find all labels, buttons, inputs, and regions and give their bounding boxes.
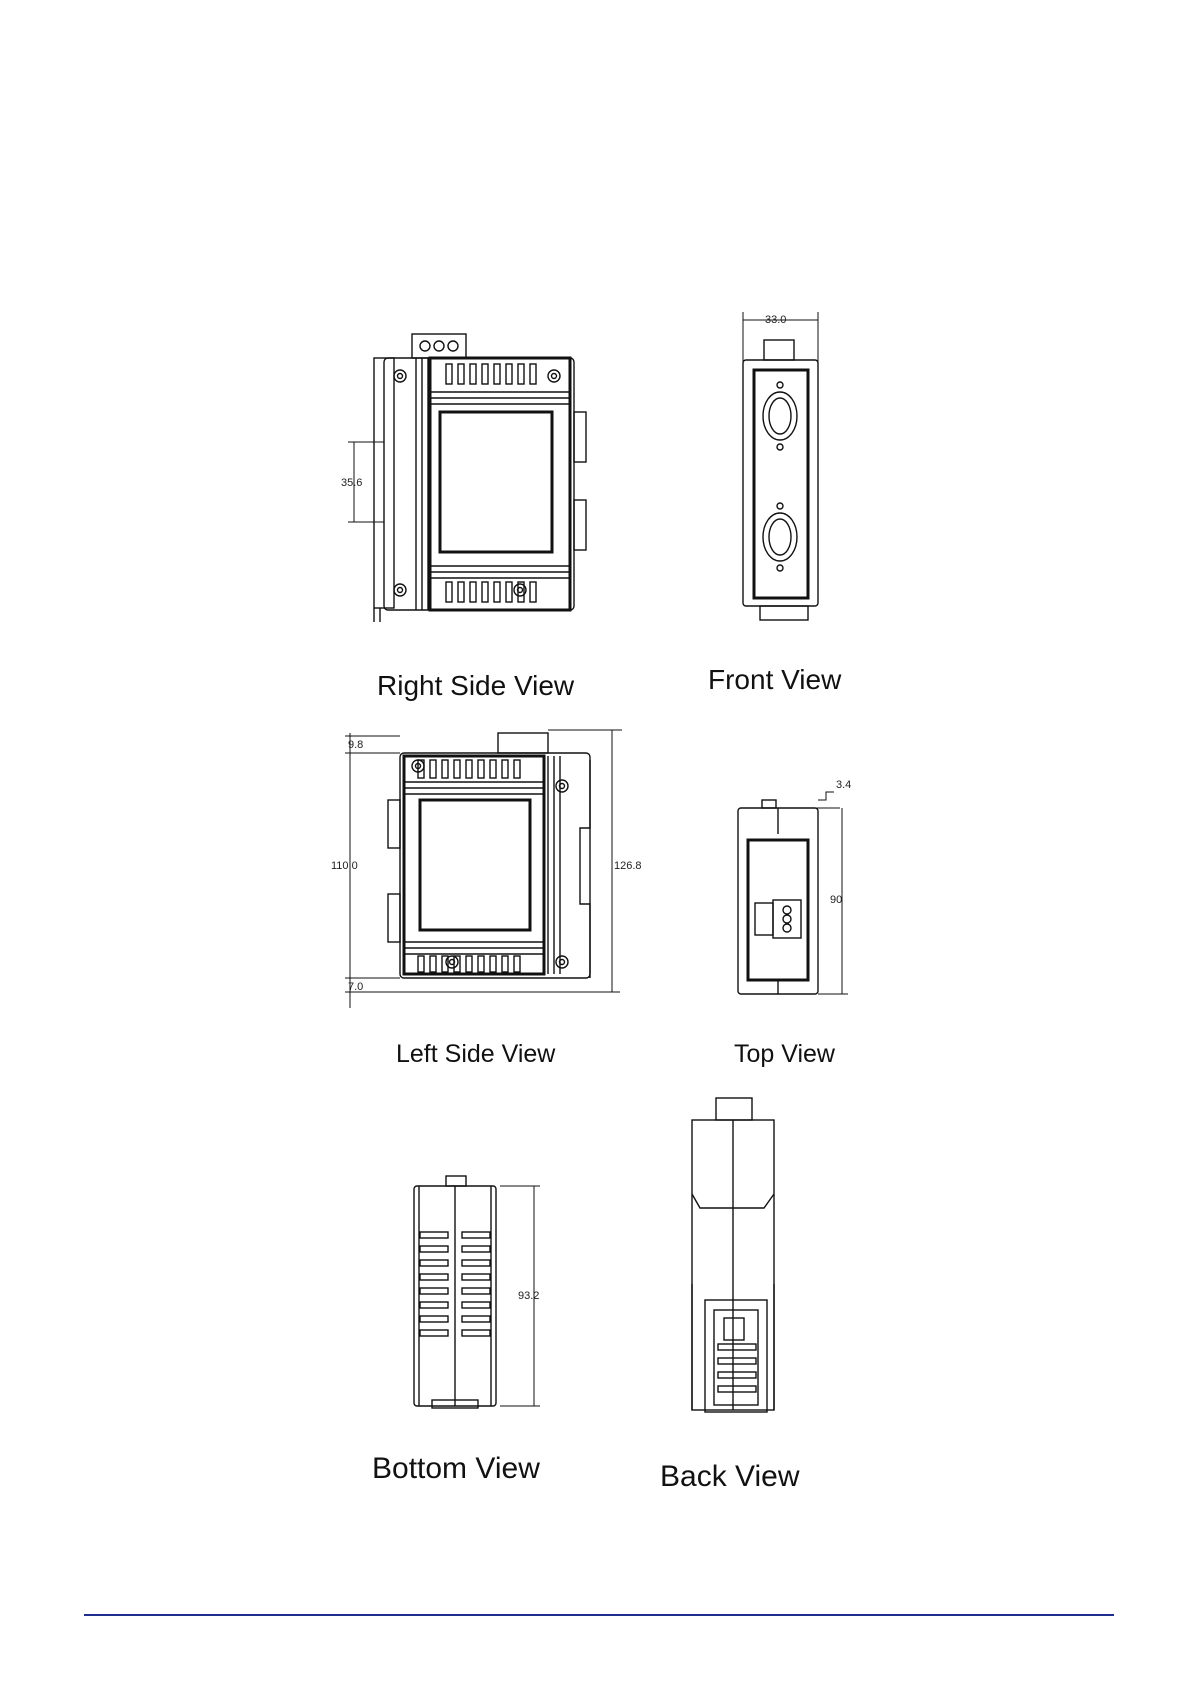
vent-slot xyxy=(446,364,452,384)
vent-slot xyxy=(718,1358,756,1364)
vent-slot xyxy=(518,364,524,384)
vent-slot xyxy=(482,364,488,384)
left-side-view-caption: Left Side View xyxy=(396,1040,555,1069)
front-dim-width: 33.0 xyxy=(765,314,786,326)
bottom-view-caption: Bottom View xyxy=(372,1452,540,1486)
vent-slot xyxy=(514,760,520,778)
vent-slot xyxy=(420,1302,448,1308)
vent-slot xyxy=(718,1372,756,1378)
vent-slot xyxy=(462,1302,490,1308)
vent-slot xyxy=(494,582,500,602)
top-view-caption: Top View xyxy=(734,1040,835,1069)
vent-slot xyxy=(530,364,536,384)
vent-slot xyxy=(446,582,452,602)
vent-slot xyxy=(490,760,496,778)
right-side-view-drawing xyxy=(348,334,586,622)
front-view-caption: Front View xyxy=(708,664,841,696)
vent-slot xyxy=(420,1260,448,1266)
vent-slot xyxy=(462,1288,490,1294)
vent-slot xyxy=(420,1288,448,1294)
vent-slot xyxy=(458,582,464,602)
vent-slot xyxy=(530,582,536,602)
vent-slot xyxy=(718,1386,756,1392)
vent-slot xyxy=(420,1316,448,1322)
vent-slot xyxy=(418,956,424,972)
back-view-caption: Back View xyxy=(660,1460,800,1494)
vent-slot xyxy=(502,760,508,778)
right-side-view-caption: Right Side View xyxy=(377,670,574,702)
left-side-dim-bottom: 7.0 xyxy=(348,981,363,993)
vent-slot xyxy=(718,1344,756,1350)
vent-slot xyxy=(462,1274,490,1280)
vent-slot xyxy=(478,956,484,972)
vent-slot xyxy=(470,582,476,602)
left-side-dim-mid: 110.0 xyxy=(331,860,358,872)
vent-slot xyxy=(478,760,484,778)
vent-slot xyxy=(462,1246,490,1252)
bottom-dim-height: 93.2 xyxy=(518,1290,539,1302)
vent-slot xyxy=(420,1232,448,1238)
vent-slot xyxy=(430,956,436,972)
vent-slot xyxy=(462,1330,490,1336)
top-dim-height: 90 xyxy=(830,894,842,906)
vent-slot xyxy=(466,956,472,972)
vent-slot xyxy=(420,1274,448,1280)
vent-slot xyxy=(506,582,512,602)
right-side-dim-height: 35.6 xyxy=(341,477,362,489)
vent-slot xyxy=(458,364,464,384)
vent-slot xyxy=(430,760,436,778)
front-view-drawing xyxy=(743,312,818,620)
vent-slot xyxy=(442,760,448,778)
vent-slot xyxy=(466,760,472,778)
vent-slot xyxy=(490,956,496,972)
top-view-drawing xyxy=(738,792,848,994)
vent-slot xyxy=(420,1246,448,1252)
left-side-dim-total: 126.8 xyxy=(614,860,642,872)
vent-slot xyxy=(494,364,500,384)
vent-slot xyxy=(454,760,460,778)
vent-slot xyxy=(470,364,476,384)
vent-slot xyxy=(502,956,508,972)
left-side-dim-top: 9.8 xyxy=(348,739,363,751)
vent-slot xyxy=(514,956,520,972)
back-view-drawing xyxy=(692,1098,774,1412)
vent-slot xyxy=(462,1232,490,1238)
footer-rule xyxy=(84,1614,1114,1616)
vent-slot xyxy=(482,582,488,602)
vent-slot xyxy=(506,364,512,384)
vent-slot xyxy=(462,1260,490,1266)
top-dim-small: 3.4 xyxy=(836,779,851,791)
left-side-view-drawing xyxy=(345,730,622,1008)
vent-slot xyxy=(420,1330,448,1336)
vent-slot xyxy=(462,1316,490,1322)
